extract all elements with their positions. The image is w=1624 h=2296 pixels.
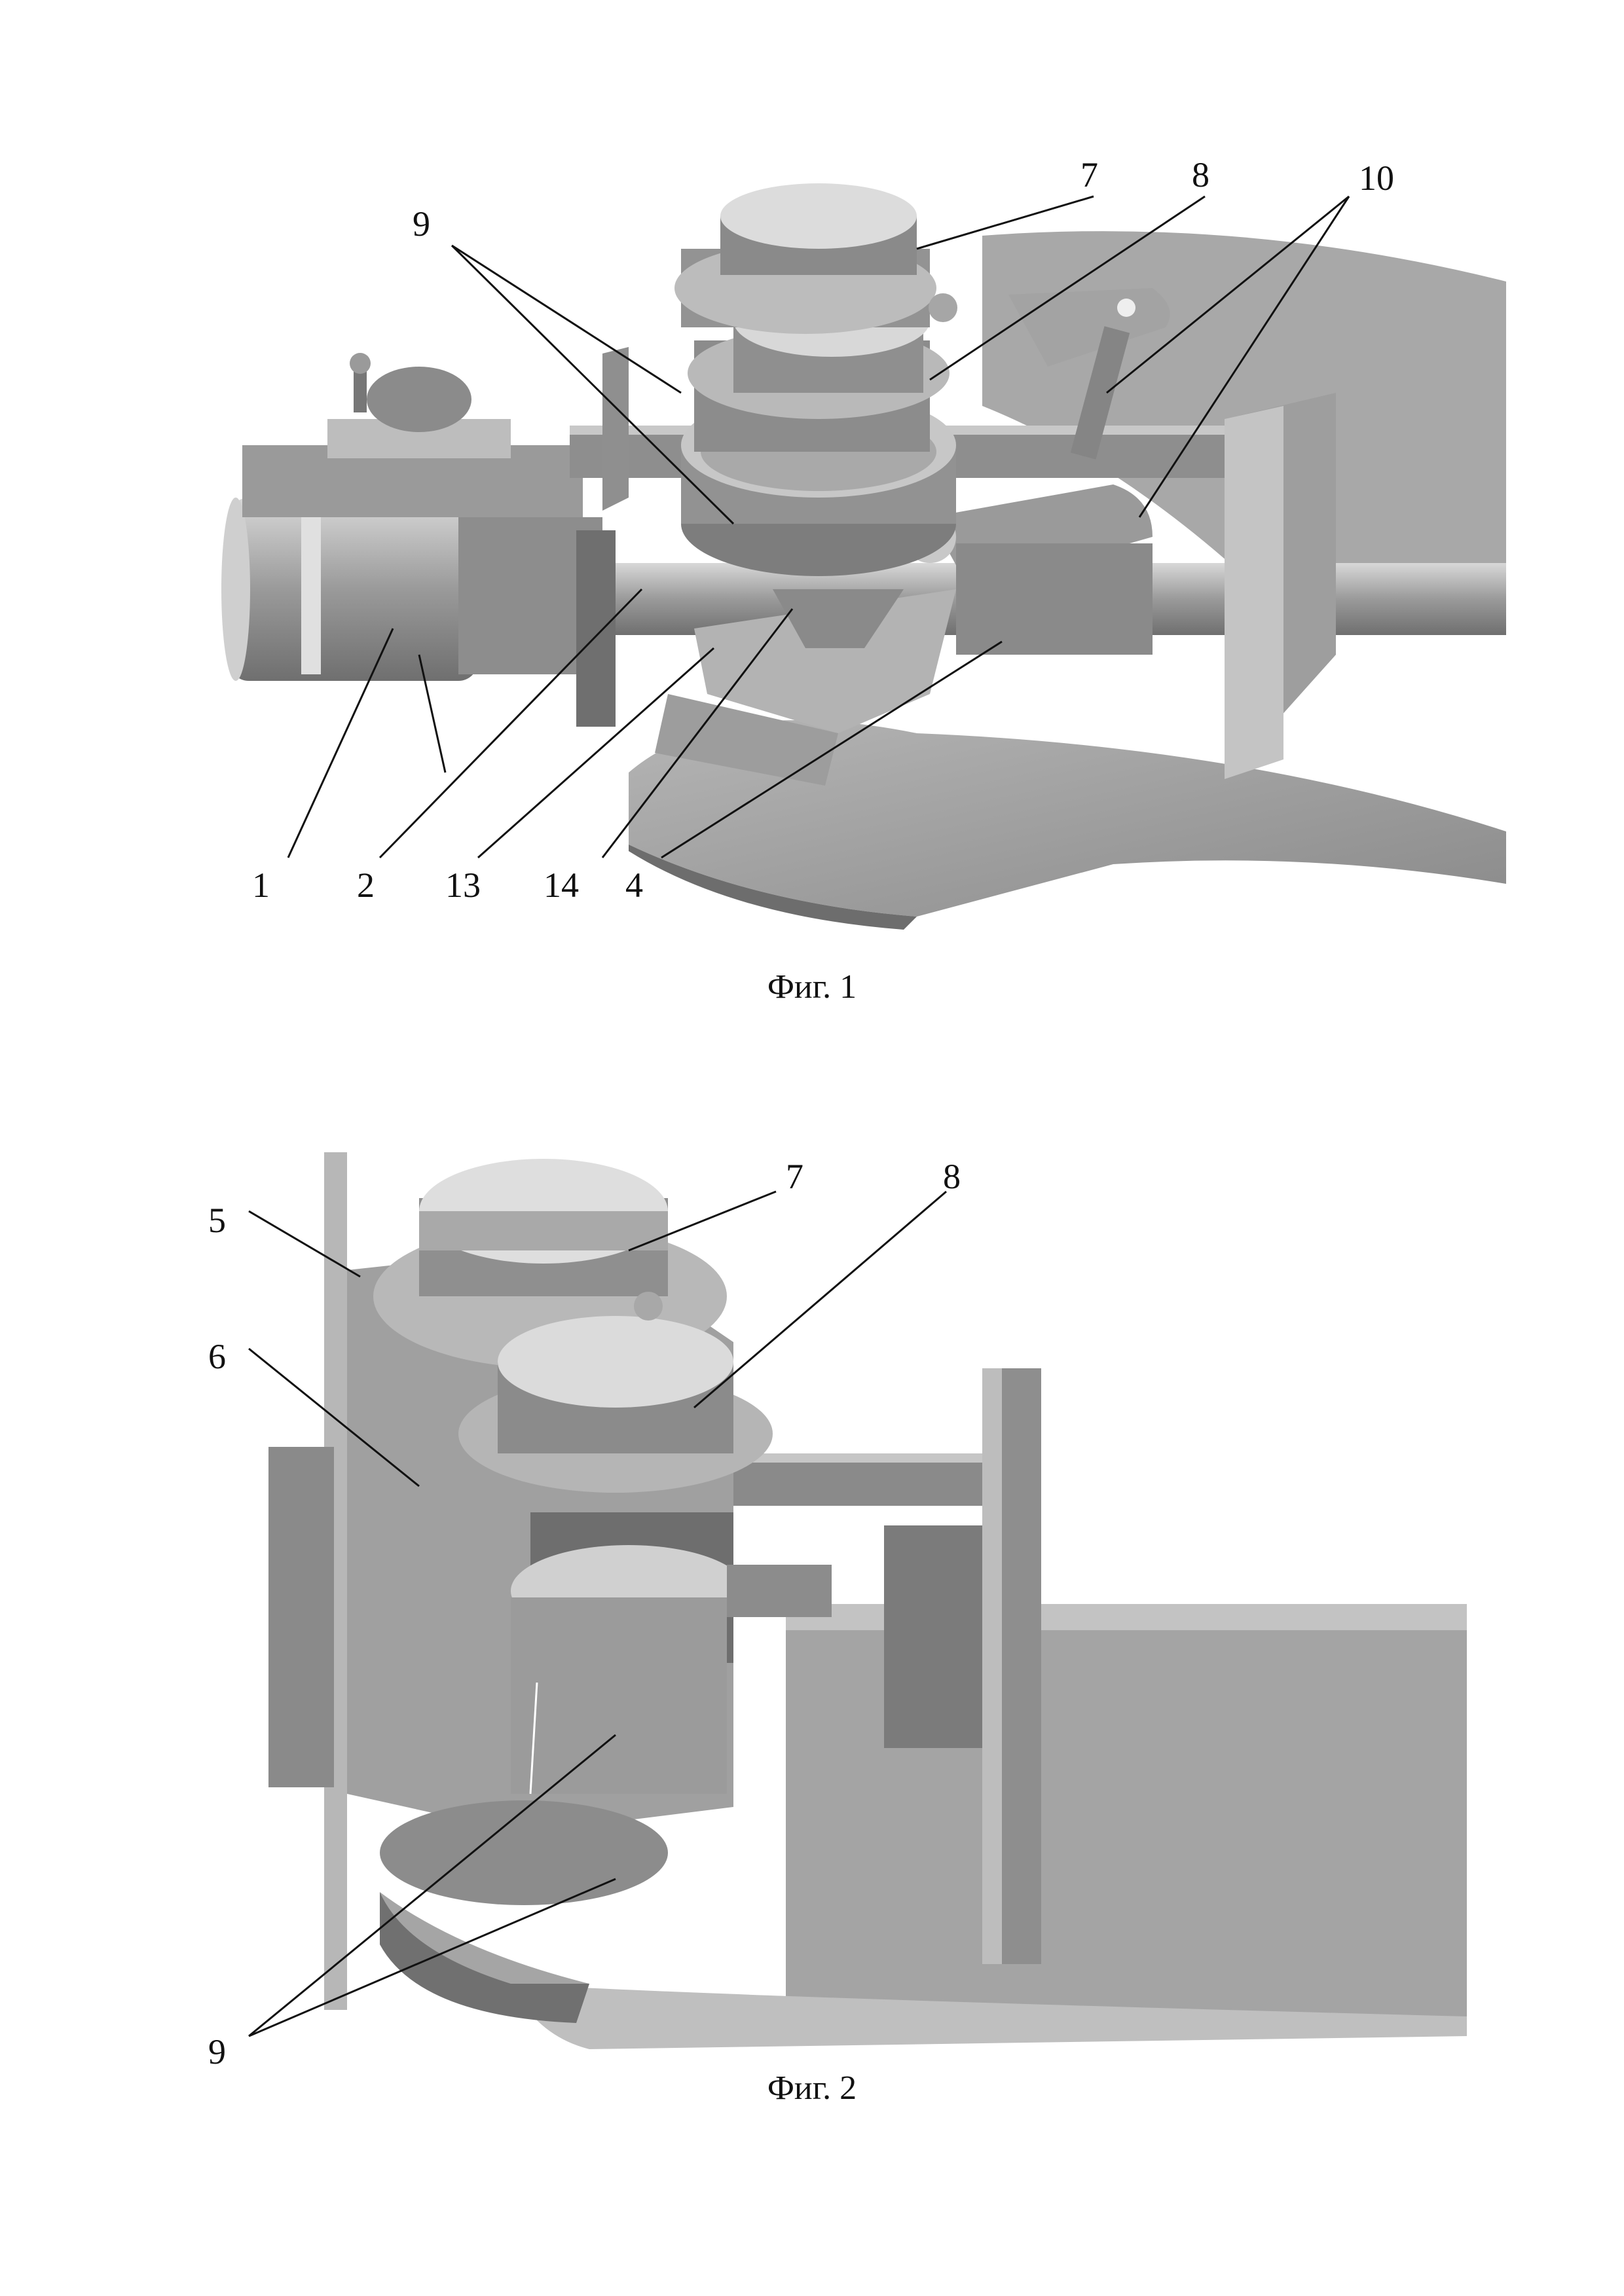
label-6: 6 — [208, 1337, 226, 1376]
label-9: 9 — [413, 204, 430, 244]
figure-1: 1 2 13 14 4 9 7 8 10 Фиг. 1 — [0, 0, 1624, 1080]
label-9: 9 — [208, 2032, 226, 2071]
label-8: 8 — [943, 1157, 961, 1196]
cylinder — [229, 498, 478, 681]
label-8: 8 — [1192, 155, 1209, 194]
label-2: 2 — [357, 866, 375, 905]
figure-2-drawing: 5 6 7 8 9 — [208, 1152, 1467, 2071]
label-13: 13 — [445, 866, 481, 905]
label-14: 14 — [544, 866, 579, 905]
label-5: 5 — [208, 1201, 226, 1240]
figure-1-drawing: 1 2 13 14 4 9 7 8 10 — [221, 155, 1506, 930]
figure-2: 5 6 7 8 9 — [0, 1080, 1624, 2296]
label-4: 4 — [625, 866, 643, 905]
figure-1-caption: Фиг. 1 — [767, 968, 857, 1006]
label-7: 7 — [786, 1157, 803, 1196]
label-1: 1 — [252, 866, 270, 905]
figure-2-caption: Фиг. 2 — [767, 2069, 857, 2107]
label-7: 7 — [1080, 155, 1098, 194]
label-10: 10 — [1359, 158, 1394, 198]
ploughshare — [629, 720, 1506, 917]
